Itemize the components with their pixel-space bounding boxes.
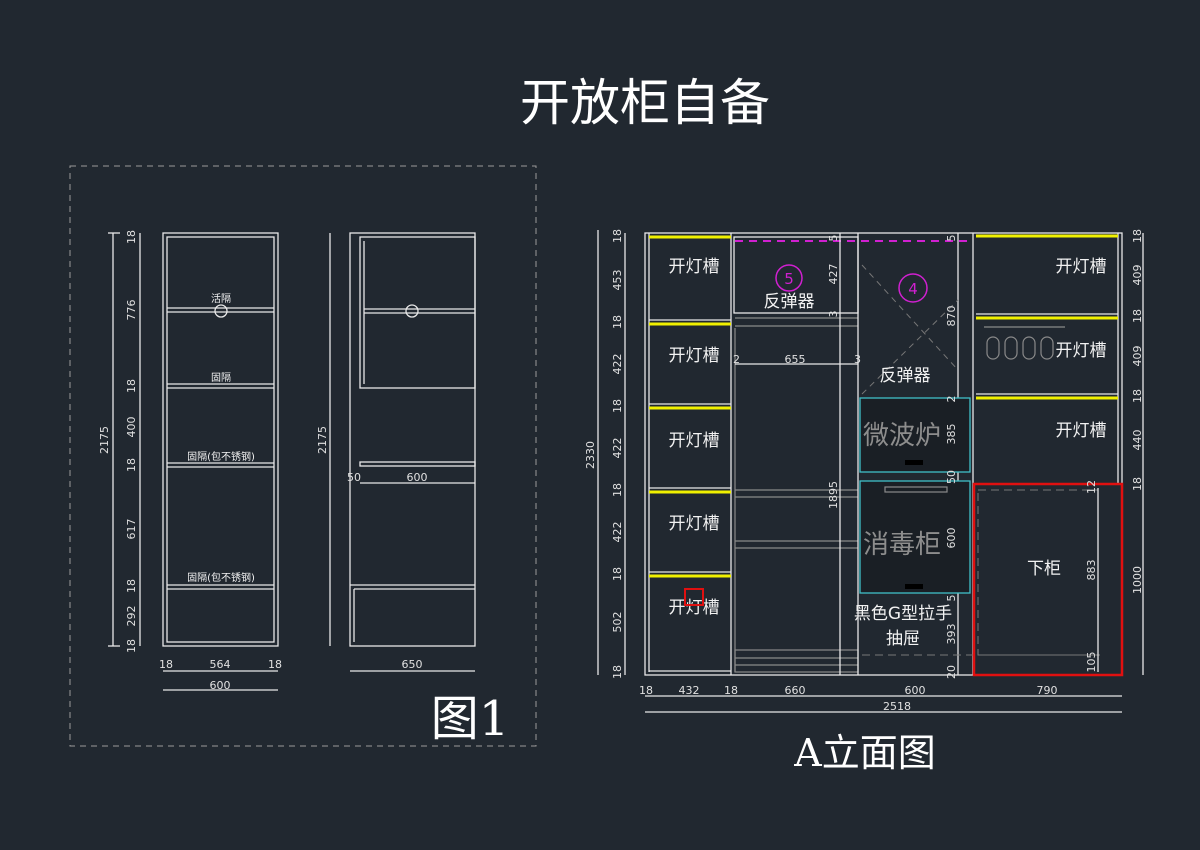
dimension-label: 12 (1085, 480, 1098, 494)
dimension-label: 600 (210, 679, 231, 692)
shelf-label: 活隔 (211, 293, 231, 305)
dimension-label: 黑色G型拉手 (854, 604, 952, 624)
dimension-label: 50 (945, 470, 958, 484)
dimension-label: 5 (945, 235, 958, 242)
front-view: 活隔 固隔 固隔(包不锈钢) 固隔(包不锈钢) 2175 18 776 18 4… (98, 230, 282, 692)
side-view: 2175 50 600 650 (316, 232, 476, 672)
dimension-label: 400 (125, 417, 138, 438)
dimension-label: 18 (125, 639, 138, 653)
dimension-label: 18 (1131, 309, 1144, 323)
dimension-label: 427 (827, 264, 840, 285)
dimension-label: 18 (611, 567, 624, 581)
figure1-caption: 图1 (431, 691, 510, 747)
light-slot-label: 开灯槽 (669, 431, 720, 451)
dimension-label: 18 (1131, 389, 1144, 403)
shelf-label: 固隔(包不锈钢) (187, 571, 255, 584)
light-slot-label: 开灯槽 (669, 598, 720, 618)
dimension-label: 18 (125, 230, 138, 244)
dimension-label: 50 (347, 471, 361, 484)
dimension-label: 393 (945, 624, 958, 645)
dimension-label: 18 (125, 579, 138, 593)
dimension-label: 422 (611, 354, 624, 375)
dimension-label: 655 (785, 353, 806, 366)
dimension-label: 抽屉 (886, 629, 920, 649)
dimension-label: 5 (827, 235, 840, 242)
dimension-label: 432 (679, 684, 700, 697)
dimension-label: 600 (945, 528, 958, 549)
dimension-label: 870 (945, 306, 958, 327)
dimension-label: 18 (1131, 229, 1144, 243)
dimension-label: 617 (125, 519, 138, 540)
dimension-label: 18 (611, 229, 624, 243)
light-slot-label: 开灯槽 (669, 346, 720, 366)
wine-glass-rack-icon (984, 326, 1065, 360)
dimension-label: 776 (125, 300, 138, 321)
dimension-label: 2 (945, 396, 958, 403)
light-slot-label: 开灯槽 (1056, 421, 1107, 441)
dimension-label: 600 (905, 684, 926, 697)
dimension-label: 660 (785, 684, 806, 697)
dimension-label: 18 (125, 458, 138, 472)
dimension-label: 18 (159, 658, 173, 671)
dimension-label: 790 (1037, 684, 1058, 697)
dimension-label: 反弹器 (764, 292, 815, 312)
dimension-label: 600 (407, 471, 428, 484)
dimension-label: 422 (611, 522, 624, 543)
dimension-label: 18 (611, 315, 624, 329)
dimension-label: 409 (1131, 346, 1144, 367)
dimension-label: 2518 (883, 700, 911, 713)
dimension-label: 18 (1131, 477, 1144, 491)
figure1-frame (69, 165, 537, 747)
lower-cabinet (972, 482, 1124, 677)
dimension-label: 18 (611, 483, 624, 497)
dimension-label: 5 (945, 595, 958, 602)
marker-5: 5 (784, 270, 794, 288)
light-slot-label: 开灯槽 (669, 514, 720, 534)
dimension-label: 1000 (1131, 566, 1144, 594)
light-slot-label: 开灯槽 (669, 257, 720, 277)
dimension-label: 385 (945, 424, 958, 445)
dimension-label: 下柜 (1027, 559, 1061, 579)
dimension-label: 18 (268, 658, 282, 671)
dimension-label: 453 (611, 270, 624, 291)
sterilizer (859, 480, 971, 594)
dimension-label: 2175 (98, 426, 111, 454)
dimension-label: 883 (1085, 560, 1098, 581)
shelf-label: 固隔(包不锈钢) (187, 450, 255, 463)
dimension-label: 2330 (584, 441, 597, 469)
dimension-label: 650 (402, 658, 423, 671)
dimension-label: 564 (210, 658, 231, 671)
light-slot-label: 开灯槽 (1056, 257, 1107, 277)
socket-icon (684, 588, 704, 606)
dimension-label: 422 (611, 438, 624, 459)
dimension-label: 292 (125, 606, 138, 627)
dimension-label: 440 (1131, 430, 1144, 451)
dimension-label: 409 (1131, 265, 1144, 286)
marker-4: 4 (908, 280, 918, 298)
dimension-label: 18 (639, 684, 653, 697)
dimension-label: 18 (125, 379, 138, 393)
dimension-label: 502 (611, 612, 624, 633)
dimension-label: 20 (945, 665, 958, 679)
dimension-label: 18 (611, 399, 624, 413)
dimension-label: 2 (733, 353, 740, 366)
dimension-label: 2175 (316, 426, 329, 454)
dimension-label: 微波炉 (863, 421, 941, 451)
page-title: 开放柜自备 (520, 74, 770, 132)
dimension-label: 消毒柜 (863, 530, 941, 560)
dimension-label: 1895 (827, 481, 840, 509)
microwave (859, 397, 971, 473)
shelf-label: 固隔 (211, 372, 231, 384)
elevation-a: 开灯槽 开灯槽 开灯槽 开灯槽 开灯槽 5 反弹器 655 2 3 5 427 … (584, 229, 1144, 713)
dimension-label: 反弹器 (880, 366, 931, 386)
dimension-label: 18 (611, 665, 624, 679)
dimension-label: 18 (724, 684, 738, 697)
dimension-label: 3 (827, 311, 840, 318)
dimension-label: 105 (1085, 652, 1098, 673)
elevation-caption: A立面图 (793, 731, 935, 775)
light-slot-label: 开灯槽 (1056, 341, 1107, 361)
